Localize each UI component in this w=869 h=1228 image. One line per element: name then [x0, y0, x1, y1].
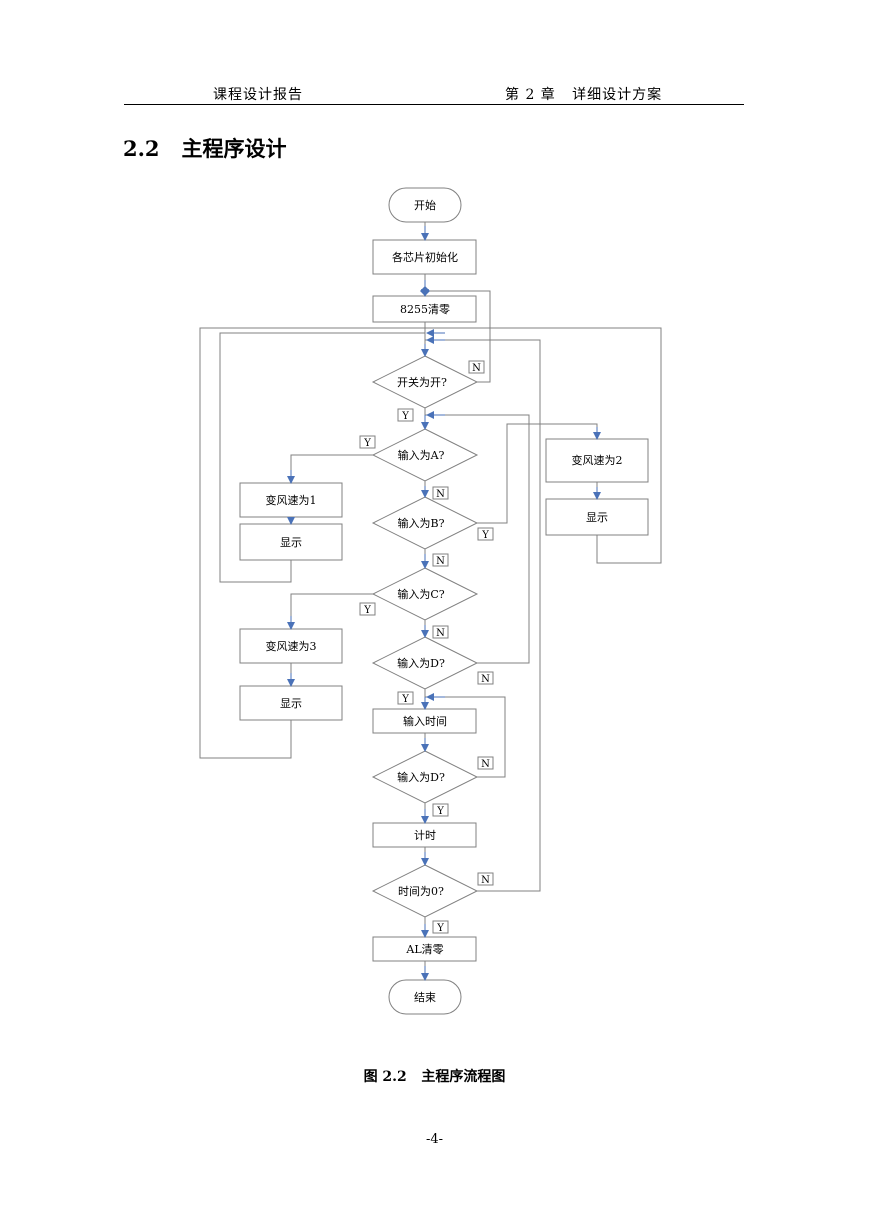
- yes-label: Y: [401, 694, 409, 705]
- start-label: 开始: [414, 198, 436, 212]
- end-label: 结束: [414, 991, 436, 1004]
- figure-caption: 图 2.2 主程序流程图: [363, 1069, 506, 1085]
- speed2-label: 变风速为2: [572, 453, 623, 467]
- flow-arrows: [287, 226, 601, 981]
- input-c-label: 输入为C?: [397, 587, 444, 601]
- input-d2-label: 输入为D?: [397, 770, 445, 784]
- display2-label: 显示: [586, 511, 608, 524]
- timing-box: [372, 822, 477, 848]
- init-box: [372, 239, 477, 275]
- clear8255-box: [372, 295, 477, 323]
- input-a-label: 输入为A?: [398, 448, 445, 462]
- input-b-label: 输入为B?: [398, 516, 445, 530]
- no-label: N: [481, 674, 490, 685]
- yes-label: Y: [401, 411, 409, 422]
- clear-al-label: AL清零: [405, 943, 443, 956]
- speed3-box: [239, 628, 343, 664]
- header-report-title: 课程设计报告: [213, 87, 303, 103]
- section-title: 2.2 主程序设计: [123, 136, 287, 161]
- display3-box: [239, 685, 343, 721]
- page-number: -4-: [425, 1132, 444, 1147]
- header-chapter-title: 第 2 章 详细设计方案: [505, 87, 663, 103]
- display1-label: 显示: [280, 536, 302, 549]
- speed1-box: [239, 482, 343, 518]
- time-zero-label: 时间为0?: [398, 885, 444, 898]
- no-label: N: [436, 489, 445, 500]
- input-d1-label: 输入为D?: [397, 656, 445, 670]
- yes-label: Y: [363, 438, 371, 449]
- no-label: N: [472, 363, 481, 374]
- speed1-label: 变风速为1: [266, 493, 317, 507]
- clear-al-box: [372, 936, 477, 962]
- display3-label: 显示: [280, 697, 302, 710]
- speed3-label: 变风速为3: [266, 639, 317, 653]
- loop-junction-marker: [420, 286, 430, 296]
- yes-label: Y: [436, 806, 444, 817]
- no-label: N: [436, 556, 445, 567]
- no-label: N: [481, 759, 490, 770]
- yes-label: Y: [363, 605, 371, 616]
- header-divider: [124, 104, 744, 105]
- no-label: N: [481, 875, 490, 886]
- no-label: N: [436, 628, 445, 639]
- switch-on-label: 开关为开?: [397, 375, 447, 389]
- input-time-label: 输入时间: [403, 714, 447, 728]
- yes-label: Y: [481, 530, 489, 541]
- input-time-box: [372, 708, 477, 734]
- timing-label: 计时: [414, 829, 436, 842]
- yes-label: Y: [436, 923, 444, 934]
- clear8255-label: 8255清零: [400, 303, 450, 316]
- init-label: 各芯片初始化: [392, 250, 458, 264]
